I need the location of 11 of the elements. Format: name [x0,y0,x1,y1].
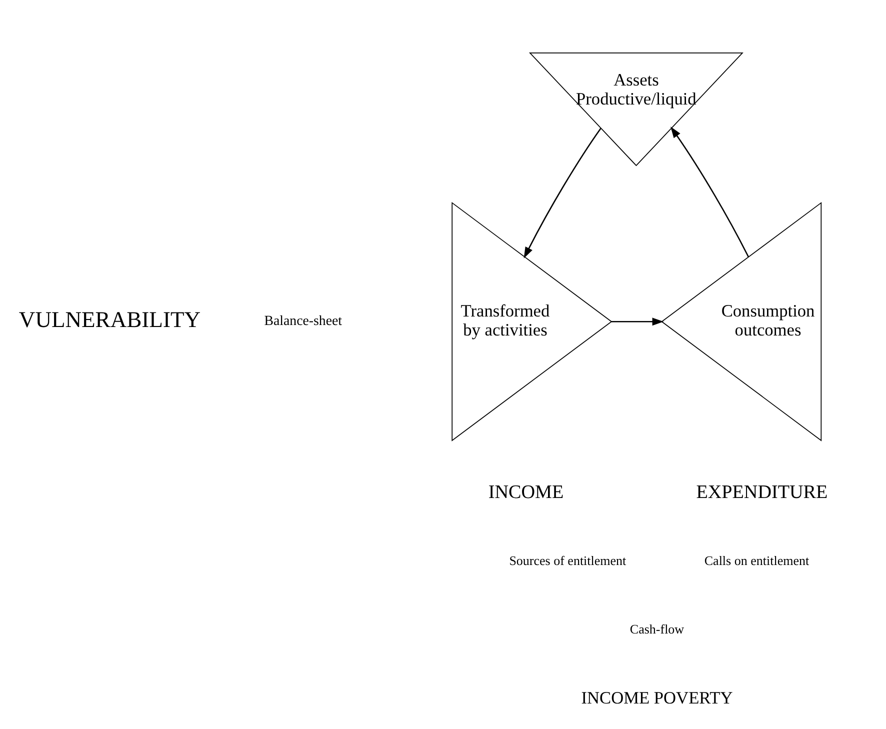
arrow [524,127,602,258]
arrow [670,126,750,257]
label: Calls on entitlement [704,552,810,568]
label: INCOME [488,482,564,503]
label: VULNERABILITY [18,306,201,332]
label: Sources of entitlement [509,552,626,568]
label: Balance-sheet [264,313,342,328]
arrow [611,317,664,326]
label: INCOME POVERTY [581,688,733,707]
label: Cash-flow [630,620,684,636]
label: EXPENDITURE [696,482,828,503]
